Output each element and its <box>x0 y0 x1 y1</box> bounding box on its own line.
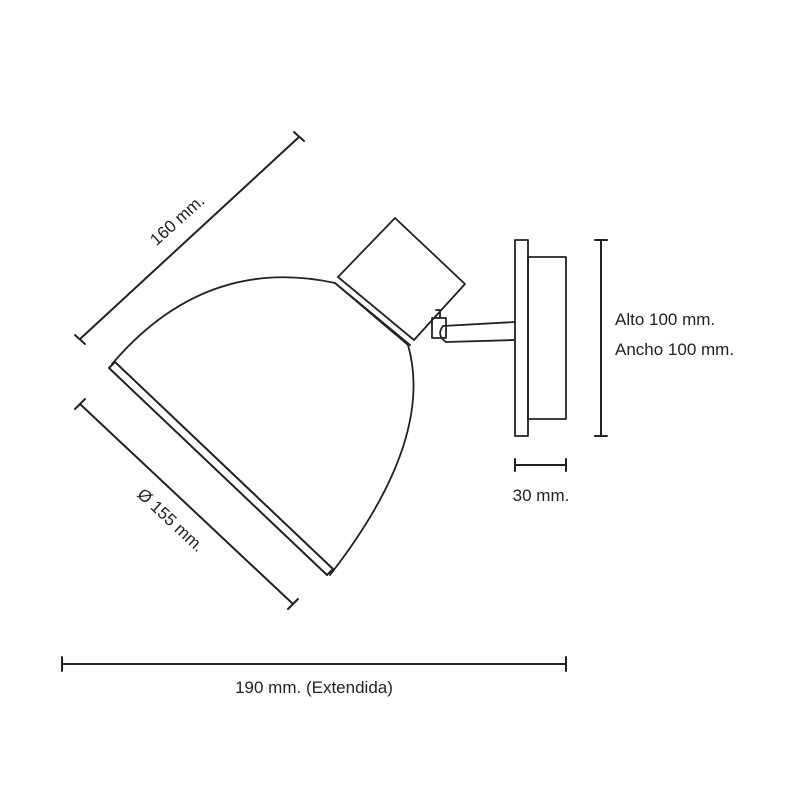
dimension-line-shade-diameter <box>74 398 299 610</box>
label-base-depth: 30 mm. <box>513 486 570 505</box>
lamp-shade <box>111 276 415 576</box>
dimension-line-base-height <box>594 239 608 437</box>
lamp-mounting-box <box>527 256 567 420</box>
label-base-width: Ancho 100 mm. <box>615 340 734 359</box>
dimension-lines <box>61 131 608 672</box>
label-shade-height: 160 mm. <box>146 191 208 249</box>
lamp-illustration <box>108 217 567 576</box>
lamp-shade-rim <box>108 361 334 576</box>
lamp-shade-collar <box>334 276 415 346</box>
dimension-line-shade-height <box>74 131 305 345</box>
label-shade-diameter: Ø 155 mm. <box>133 485 207 556</box>
lamp-joint-knob <box>431 309 447 339</box>
dimension-line-base-depth <box>514 458 567 472</box>
lamp-wall-plate <box>514 239 529 437</box>
dimension-labels: 160 mm. Ø 155 mm. Alto 100 mm. Ancho 100… <box>133 191 734 697</box>
dimension-line-total-length <box>61 656 567 672</box>
label-base-height: Alto 100 mm. <box>615 310 715 329</box>
label-total-length: 190 mm. (Extendida) <box>235 678 393 697</box>
lamp-arm <box>439 321 516 343</box>
